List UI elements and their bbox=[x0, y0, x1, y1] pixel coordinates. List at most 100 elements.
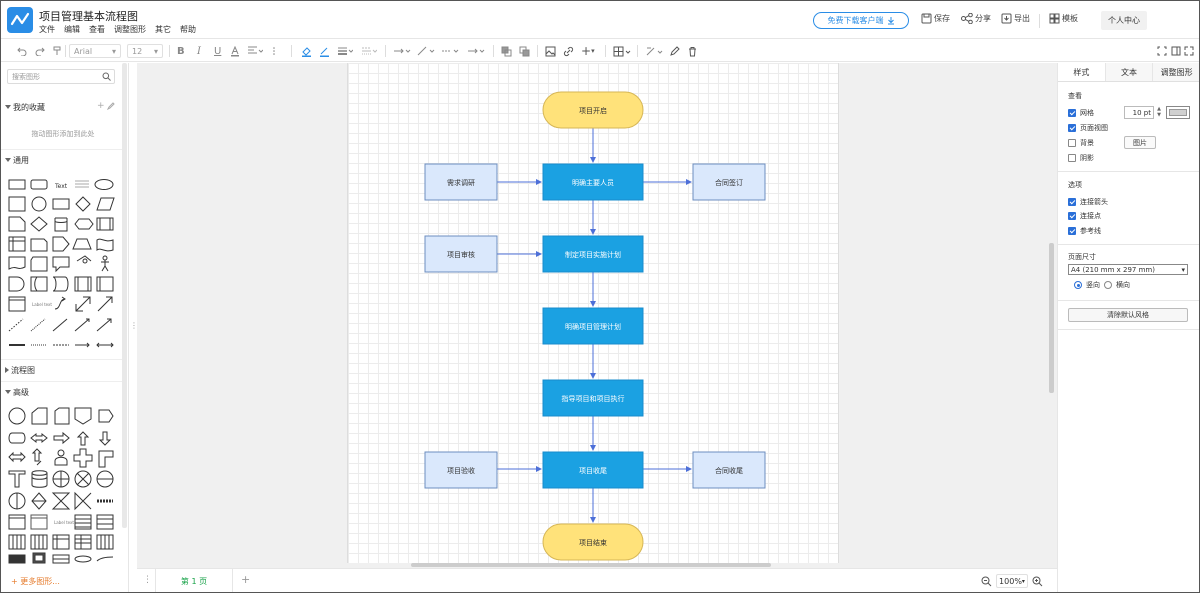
landscape-radio[interactable] bbox=[1104, 281, 1112, 289]
guides-option[interactable]: 参考线 bbox=[1068, 226, 1101, 236]
connection-points-checkbox[interactable] bbox=[1068, 212, 1076, 220]
section-advanced[interactable]: 高级 bbox=[5, 387, 29, 398]
fit-page-icon[interactable] bbox=[1157, 43, 1167, 59]
share-button[interactable]: 分享 bbox=[961, 13, 991, 24]
connector-type-icon[interactable] bbox=[393, 43, 411, 59]
node-step-4[interactable]: 指导项目和项目执行 bbox=[542, 379, 644, 417]
canvas-vertical-scrollbar[interactable] bbox=[1049, 243, 1054, 393]
menu-other[interactable]: 其它 bbox=[155, 25, 171, 34]
line-end-icon[interactable] bbox=[467, 43, 485, 59]
connection-points-option[interactable]: 连接点 bbox=[1068, 211, 1101, 221]
page-size-select[interactable]: A4 (210 mm x 297 mm)▾ bbox=[1068, 264, 1188, 275]
undo-icon[interactable] bbox=[17, 43, 27, 59]
clear-format-icon[interactable] bbox=[645, 43, 663, 59]
drawing-canvas[interactable]: 项目开启 明确主要人员 制定项目实施计划 明确项目管理计划 指导项目和项目执行 bbox=[137, 63, 1057, 568]
fullscreen-icon[interactable] bbox=[1184, 43, 1194, 59]
portrait-radio[interactable] bbox=[1074, 281, 1082, 289]
fill-color-icon[interactable] bbox=[301, 43, 312, 59]
grid-checkbox[interactable] bbox=[1068, 109, 1076, 117]
shadow-option[interactable]: 阴影 bbox=[1068, 153, 1094, 163]
node-start[interactable]: 项目开启 bbox=[542, 91, 644, 129]
menu-arrange[interactable]: 调整图形 bbox=[114, 25, 146, 34]
edit-favorite-icon[interactable] bbox=[106, 102, 115, 112]
clear-default-style-button[interactable]: 清除默认风格 bbox=[1068, 308, 1188, 322]
node-left-1[interactable]: 需求调研 bbox=[424, 163, 498, 201]
bold-icon[interactable]: B bbox=[177, 45, 185, 57]
template-button[interactable]: 模板 bbox=[1049, 13, 1078, 24]
download-client-button[interactable]: 免费下载客户端 bbox=[813, 12, 909, 29]
menu-edit[interactable]: 编辑 bbox=[64, 25, 80, 34]
zoom-out-icon[interactable] bbox=[981, 576, 992, 587]
landscape-option[interactable]: 横向 bbox=[1104, 280, 1130, 290]
align-icon[interactable] bbox=[247, 43, 263, 59]
node-right-1[interactable]: 合同签订 bbox=[692, 163, 766, 201]
menu-view[interactable]: 查看 bbox=[89, 25, 105, 34]
shape-search-input[interactable]: 搜索图形 bbox=[7, 69, 115, 84]
waypoint-icon[interactable] bbox=[417, 43, 435, 59]
node-step-2[interactable]: 制定项目实施计划 bbox=[542, 235, 644, 273]
background-checkbox[interactable] bbox=[1068, 139, 1076, 147]
delete-icon[interactable] bbox=[687, 43, 698, 59]
node-right-2[interactable]: 合同收尾 bbox=[692, 451, 766, 489]
node-step-3[interactable]: 明确项目管理计划 bbox=[542, 307, 644, 345]
zoom-in-icon[interactable] bbox=[1032, 576, 1043, 587]
node-step-1[interactable]: 明确主要人员 bbox=[542, 163, 644, 201]
search-icon[interactable] bbox=[102, 72, 111, 81]
grid-color-picker[interactable] bbox=[1166, 106, 1190, 119]
page-tab-1[interactable]: 第 1 页 bbox=[155, 569, 233, 592]
tab-text[interactable]: 文本 bbox=[1104, 63, 1153, 81]
export-button[interactable]: 导出 bbox=[1001, 13, 1030, 24]
user-center-button[interactable]: 个人中心 bbox=[1101, 11, 1147, 30]
page-view-option[interactable]: 页面视图 bbox=[1068, 123, 1108, 133]
section-general[interactable]: 通用 bbox=[5, 155, 29, 166]
line-width-icon[interactable] bbox=[337, 43, 353, 59]
to-front-icon[interactable] bbox=[501, 43, 512, 59]
page-view-checkbox[interactable] bbox=[1068, 124, 1076, 132]
page-menu-icon[interactable]: ⋮ bbox=[143, 575, 152, 585]
panel-collapse-handle[interactable]: ⋮ bbox=[130, 321, 138, 330]
left-panel-scrollbar[interactable] bbox=[122, 63, 127, 528]
underline-icon[interactable]: U bbox=[214, 45, 222, 57]
canvas-horizontal-scrollbar[interactable] bbox=[411, 563, 771, 567]
menu-help[interactable]: 帮助 bbox=[180, 25, 196, 34]
section-flowchart[interactable]: 流程图 bbox=[5, 365, 35, 376]
tab-arrange[interactable]: 调整图形 bbox=[1152, 63, 1199, 81]
table-icon[interactable] bbox=[613, 43, 631, 59]
vertical-align-icon[interactable] bbox=[269, 43, 279, 59]
font-size-select[interactable]: 12▾ bbox=[127, 44, 163, 58]
line-color-icon[interactable] bbox=[319, 43, 330, 59]
document-title[interactable]: 项目管理基本流程图 bbox=[39, 10, 138, 23]
advanced-shapes-grid[interactable]: Label text bbox=[7, 405, 117, 567]
portrait-option[interactable]: 竖向 bbox=[1074, 280, 1100, 290]
redo-icon[interactable] bbox=[35, 43, 45, 59]
line-start-icon[interactable] bbox=[441, 43, 459, 59]
shadow-checkbox[interactable] bbox=[1068, 154, 1076, 162]
format-painter-icon[interactable] bbox=[52, 43, 62, 59]
background-option[interactable]: 背景 bbox=[1068, 138, 1094, 148]
node-step-5[interactable]: 项目收尾 bbox=[542, 451, 644, 489]
menu-file[interactable]: 文件 bbox=[39, 25, 55, 34]
guides-checkbox[interactable] bbox=[1068, 227, 1076, 235]
background-image-button[interactable]: 图片 bbox=[1124, 136, 1156, 149]
add-page-icon[interactable]: + bbox=[241, 573, 251, 586]
grid-size-input[interactable]: 10 pt bbox=[1124, 106, 1154, 119]
save-button[interactable]: 保存 bbox=[921, 13, 950, 24]
image-icon[interactable] bbox=[545, 43, 556, 59]
grid-option[interactable]: 网格 bbox=[1068, 108, 1094, 118]
toggle-panel-icon[interactable] bbox=[1171, 43, 1181, 59]
add-favorite-icon[interactable]: + bbox=[97, 101, 105, 111]
section-favorites[interactable]: 我的收藏 bbox=[5, 102, 45, 113]
general-shapes-grid[interactable]: Text bbox=[7, 175, 117, 353]
app-logo-icon[interactable] bbox=[7, 7, 33, 33]
to-back-icon[interactable] bbox=[519, 43, 530, 59]
node-left-3[interactable]: 项目验收 bbox=[424, 451, 498, 489]
line-style-icon[interactable] bbox=[361, 43, 377, 59]
grid-size-stepper[interactable]: ▲▼ bbox=[1157, 106, 1161, 118]
link-icon[interactable] bbox=[563, 43, 574, 59]
italic-icon[interactable]: I bbox=[197, 45, 201, 57]
tab-style[interactable]: 样式 bbox=[1058, 63, 1105, 81]
more-shapes-link[interactable]: + 更多图形... bbox=[11, 577, 60, 586]
node-left-2[interactable]: 项目审核 bbox=[424, 235, 498, 273]
connection-arrows-checkbox[interactable] bbox=[1068, 198, 1076, 206]
edit-icon[interactable] bbox=[669, 43, 680, 59]
